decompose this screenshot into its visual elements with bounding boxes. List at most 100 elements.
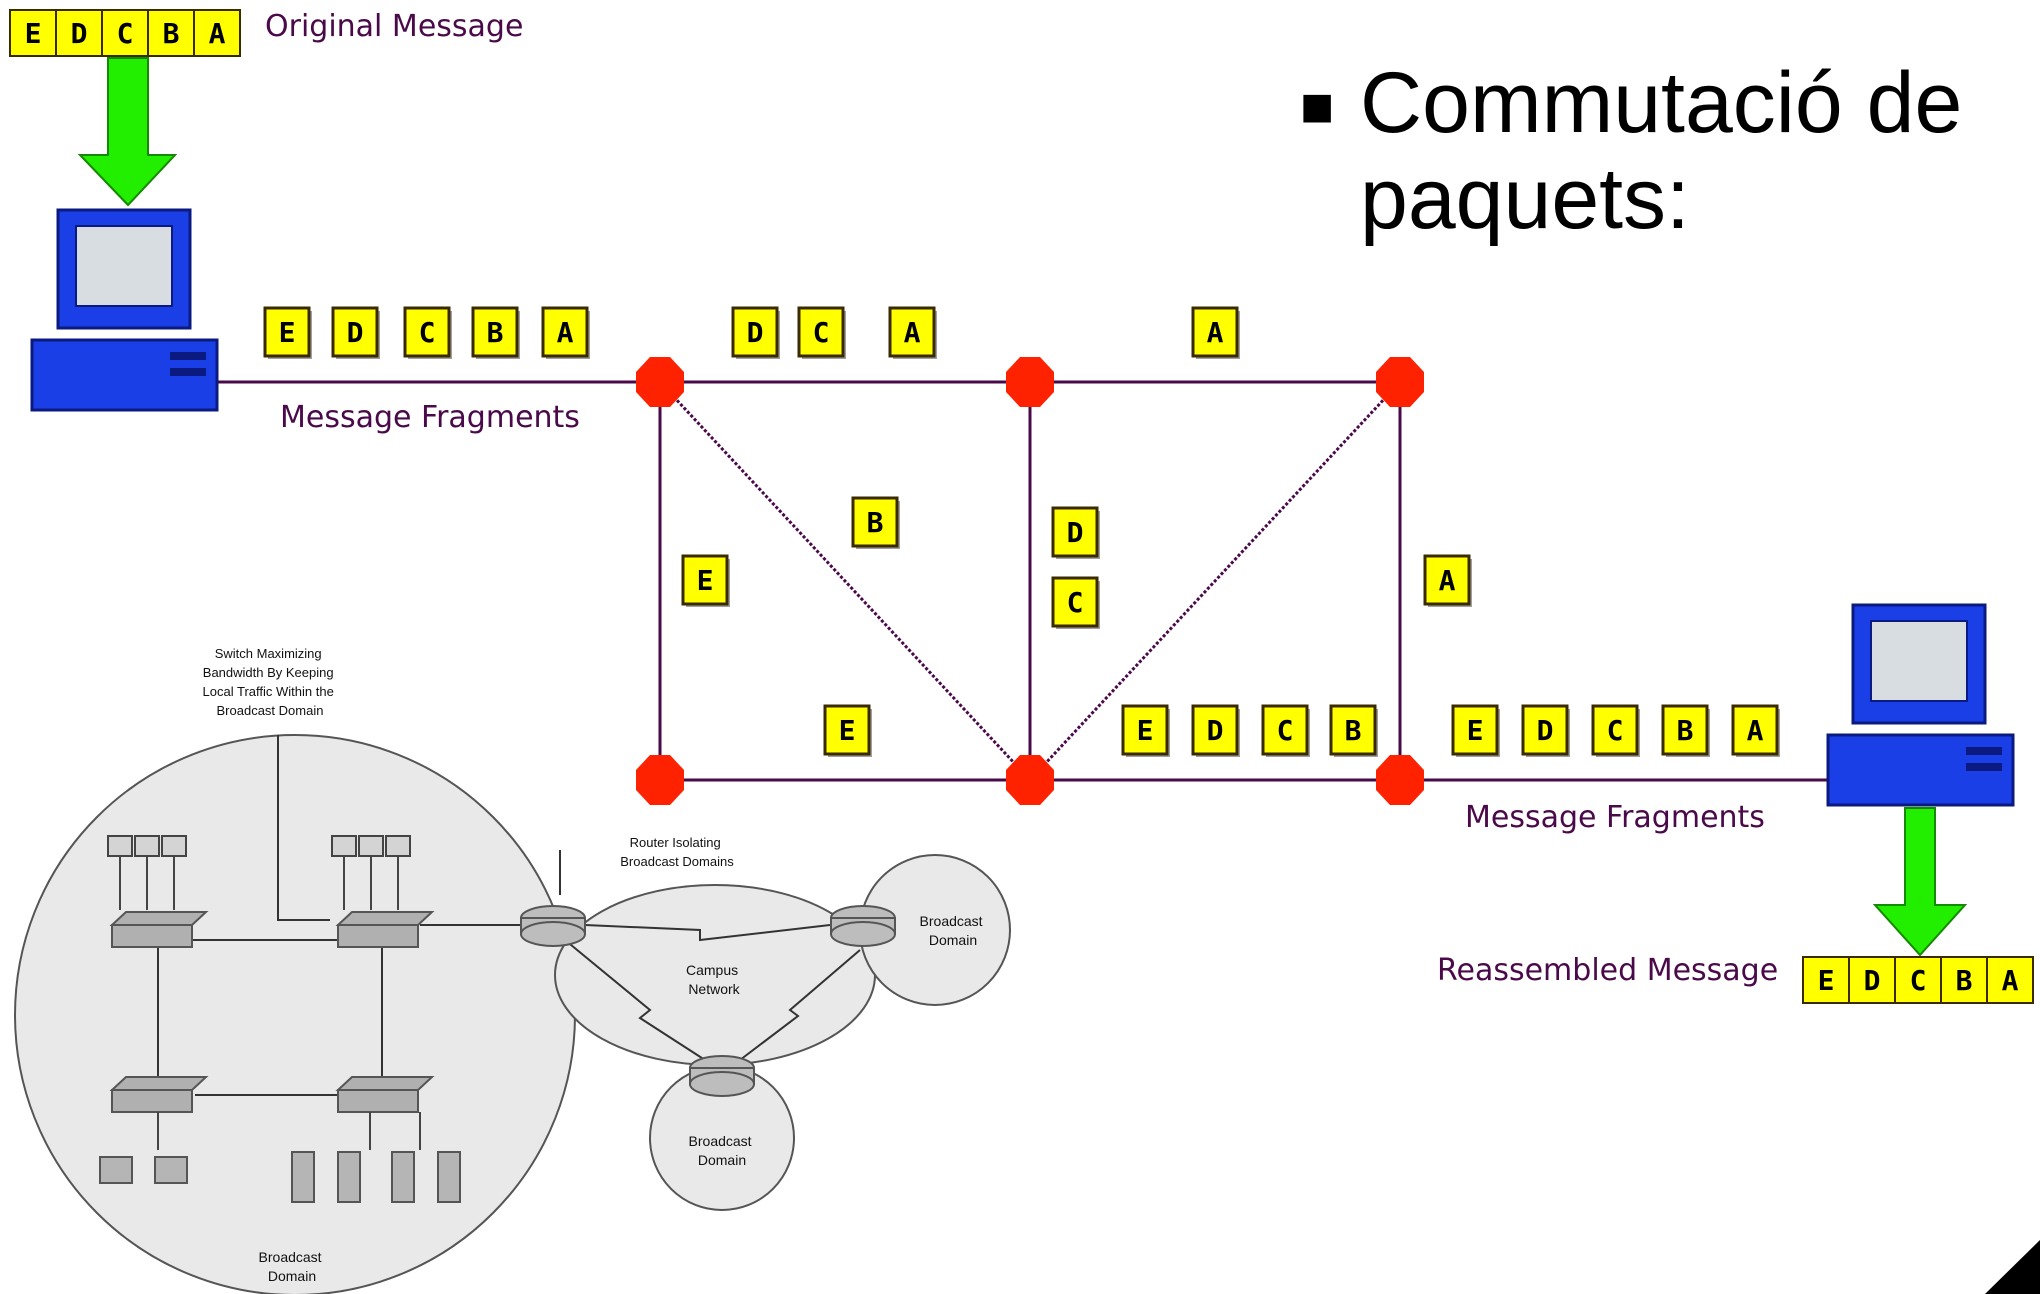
packet-letter: E bbox=[25, 17, 42, 50]
fragment-packet: B bbox=[471, 306, 520, 359]
fragment-packet: A bbox=[1423, 554, 1472, 607]
packet-letter: A bbox=[904, 316, 921, 349]
destination-computer-icon bbox=[1826, 603, 2015, 807]
original-message-label: Original Message bbox=[265, 9, 523, 44]
packet-letter: E bbox=[279, 316, 296, 349]
packet-letter: D bbox=[71, 17, 88, 50]
fragment-packet: E bbox=[681, 554, 730, 607]
packet-network-links bbox=[218, 380, 1830, 782]
corner-decoration bbox=[1985, 1240, 2040, 1294]
packet-letter: C bbox=[1910, 964, 1927, 997]
fragment-packet: C bbox=[1261, 704, 1310, 757]
packet-letter: A bbox=[1747, 714, 1764, 747]
fragment-packet: E bbox=[1121, 704, 1170, 757]
switch-callout-leader bbox=[277, 735, 330, 921]
original-message-cell: E bbox=[9, 9, 57, 57]
packet-letter: B bbox=[487, 316, 504, 349]
fragment-packet: E bbox=[823, 704, 872, 757]
packet-letter: C bbox=[813, 316, 830, 349]
original-message-cell: D bbox=[55, 9, 103, 57]
fragment-packet: D bbox=[1051, 506, 1100, 559]
large-broadcast-domain-circle bbox=[14, 734, 576, 1294]
fragment-packet: A bbox=[888, 306, 937, 359]
fragment-packet: E bbox=[263, 306, 312, 359]
original-message-cell: C bbox=[101, 9, 149, 57]
packet-fragments: E D C B A D C A A B D C E A E E D C B E D C B A bbox=[263, 306, 1780, 757]
bullet-text: Commutació de paquets: bbox=[1360, 55, 1962, 248]
fragment-packet: D bbox=[1191, 704, 1240, 757]
message-fragments-left-label: Message Fragments bbox=[280, 400, 580, 435]
packet-letter: E bbox=[1818, 964, 1835, 997]
packet-letter: A bbox=[1439, 564, 1456, 597]
packet-letter: C bbox=[1067, 586, 1084, 619]
packet-letter: B bbox=[1345, 714, 1362, 747]
packet-letter: E bbox=[697, 564, 714, 597]
packet-letter: D bbox=[347, 316, 364, 349]
reassembled-message-cell: B bbox=[1940, 956, 1988, 1004]
packet-letter: D bbox=[1067, 516, 1084, 549]
fragment-packet: C bbox=[403, 306, 452, 359]
packet-letter: A bbox=[1207, 316, 1224, 349]
packet-letter: C bbox=[117, 17, 134, 50]
original-message-cell: B bbox=[147, 9, 195, 57]
network-nodes bbox=[636, 357, 1424, 805]
fragment-packet: B bbox=[1329, 704, 1378, 757]
packet-letter: E bbox=[1467, 714, 1484, 747]
slide-bullet: ■ Commutació de paquets: bbox=[1300, 55, 2000, 248]
packet-letter: E bbox=[839, 714, 856, 747]
message-fragments-right-label: Message Fragments bbox=[1465, 800, 1765, 835]
packet-letter: C bbox=[419, 316, 436, 349]
fragment-packet: E bbox=[1451, 704, 1500, 757]
packet-letter: A bbox=[209, 17, 226, 50]
reassembled-message-cell: C bbox=[1894, 956, 1942, 1004]
packet-letter: D bbox=[1537, 714, 1554, 747]
reassembled-message-label: Reassembled Message bbox=[1437, 953, 1778, 988]
bullet-marker: ■ bbox=[1300, 86, 1335, 127]
fragment-packet: B bbox=[851, 496, 900, 549]
fragment-packet: D bbox=[331, 306, 380, 359]
original-message-cell: A bbox=[193, 9, 241, 57]
switch-callout: Switch Maximizing Bandwidth By Keeping L… bbox=[203, 646, 338, 718]
large-broadcast-domain-label: Broadcast Domain bbox=[259, 1249, 326, 1284]
router-callout: Router Isolating Broadcast Domains bbox=[620, 835, 734, 869]
server-icons bbox=[99, 1151, 461, 1203]
fragment-packet: A bbox=[1731, 704, 1780, 757]
down-arrow-icon-destination bbox=[1872, 807, 1968, 957]
fragment-packet: B bbox=[1661, 704, 1710, 757]
bottom-broadcast-domain-label: Broadcast Domain bbox=[689, 1133, 756, 1168]
router-icons bbox=[520, 905, 896, 1097]
packet-letter: D bbox=[747, 316, 764, 349]
packet-letter: C bbox=[1607, 714, 1624, 747]
bullet-line-1: Commutació de bbox=[1360, 55, 1963, 151]
down-arrow-icon-source bbox=[77, 57, 178, 207]
bullet-line-2: paquets: bbox=[1360, 151, 1690, 248]
packet-letter: E bbox=[1137, 714, 1154, 747]
right-broadcast-domain-label: Broadcast Domain bbox=[920, 913, 987, 948]
packet-letter: D bbox=[1207, 714, 1224, 747]
reassembled-message-cell: A bbox=[1986, 956, 2034, 1004]
fragment-packet: C bbox=[1591, 704, 1640, 757]
fragment-packet: C bbox=[797, 306, 846, 359]
packet-letter: C bbox=[1277, 714, 1294, 747]
fragment-packet: A bbox=[541, 306, 590, 359]
fragment-packet: C bbox=[1051, 576, 1100, 629]
fragment-packet: A bbox=[1191, 306, 1240, 359]
reassembled-message-cell: E bbox=[1802, 956, 1850, 1004]
fragment-packet: D bbox=[731, 306, 780, 359]
packet-letter: B bbox=[1677, 714, 1694, 747]
source-computer-icon bbox=[30, 208, 219, 412]
reassembled-message-cell: D bbox=[1848, 956, 1896, 1004]
packet-letter: D bbox=[1864, 964, 1881, 997]
fragment-packet: D bbox=[1521, 704, 1570, 757]
broadcast-domain-diagram: Switch Maximizing Bandwidth By Keeping L… bbox=[14, 646, 1011, 1294]
packet-letter: A bbox=[557, 316, 574, 349]
packet-letter: B bbox=[1956, 964, 1973, 997]
campus-network-label: Campus Network bbox=[686, 962, 742, 997]
packet-letter: B bbox=[163, 17, 180, 50]
packet-letter: A bbox=[2002, 964, 2019, 997]
switch-icons bbox=[109, 911, 435, 1113]
packet-letter: B bbox=[867, 506, 884, 539]
